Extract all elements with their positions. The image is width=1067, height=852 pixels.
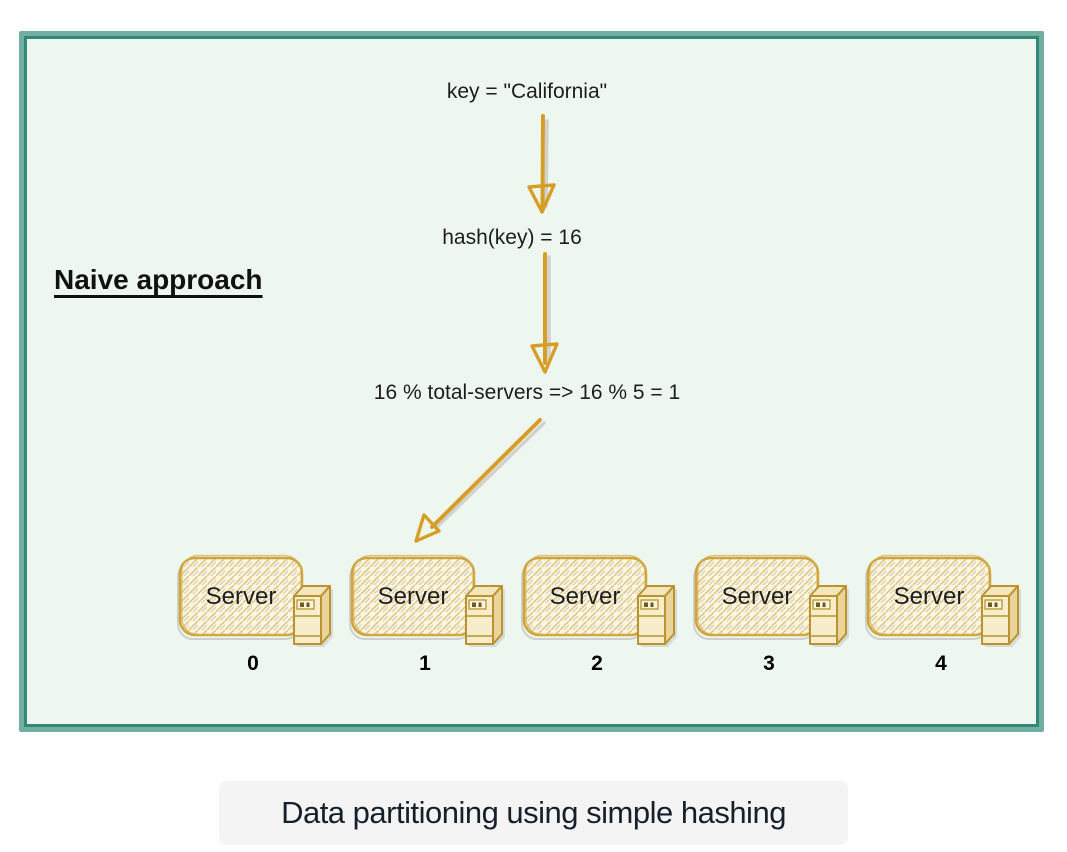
server-index: 4 (935, 652, 947, 675)
server-tower-icon (465, 585, 506, 648)
caption-text: Data partitioning using simple hashing (281, 795, 786, 830)
server-tower-icon (293, 585, 334, 648)
server-index: 2 (591, 652, 603, 675)
server-index: 0 (247, 652, 259, 675)
server-tower-icon (637, 585, 678, 648)
flow-step-key: key = "California" (446, 80, 608, 103)
server-label: Server (550, 583, 621, 610)
flow-arrow-key-to-hash (527, 114, 556, 214)
server-label: Server (206, 583, 277, 610)
server-index: 1 (419, 652, 431, 675)
server-node-0: Server 0 (177, 554, 334, 675)
caption-bar: Data partitioning using simple hashing (219, 781, 848, 845)
server-node-1: Server 1 (349, 554, 506, 675)
flow-step-mod: 16 % total-servers => 16 % 5 = 1 (373, 381, 681, 404)
flow-step-hash: hash(key) = 16 (442, 226, 582, 249)
flow-arrow-hash-to-mod (530, 252, 559, 374)
server-label: Server (378, 583, 449, 610)
server-label: Server (894, 583, 965, 610)
server-label: Server (722, 583, 793, 610)
panel-title: Naive approach (54, 264, 263, 295)
server-node-4: Server 4 (865, 554, 1022, 675)
flow-arrow-mod-to-server1 (414, 418, 546, 543)
server-tower-icon (809, 585, 850, 648)
server-tower-icon (981, 585, 1022, 648)
server-node-3: Server 3 (693, 554, 850, 675)
server-index: 3 (763, 652, 775, 675)
server-node-2: Server 2 (521, 554, 678, 675)
